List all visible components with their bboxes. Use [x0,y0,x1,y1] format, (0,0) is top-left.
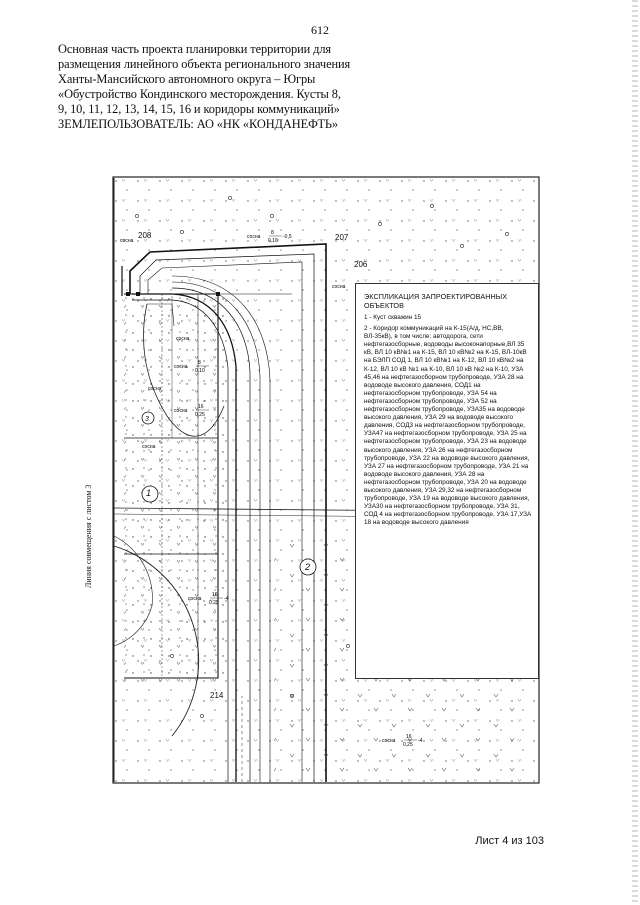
title-line: Основная часть проекта планировки террит… [58,42,332,56]
title-line: Ханты-Мансийского автономного округа – Ю… [58,72,316,86]
svg-text:8: 8 [271,230,274,236]
title-line: 9, 10, 11, 12, 13, 14, 15, 16 и коридоры… [58,102,340,116]
species-label: сосна [142,444,156,450]
title-line: размещения линейного объекта регионально… [58,57,351,71]
vegetation-label: сосна 16 0,25 [174,404,209,418]
svg-text:16: 16 [406,734,412,740]
title-line: ЗЕМЛЕПОЛЬЗОВАТЕЛЬ: АО «НК «КОНДАНЕФТЬ» [58,117,339,131]
sheet-number: Лист 4 из 103 [475,835,544,847]
svg-text:0,25: 0,25 [195,412,205,418]
scan-edge [632,0,638,905]
svg-text:-4: -4 [224,596,229,602]
document-title: Основная часть проекта планировки террит… [58,42,388,132]
svg-text:-4: -4 [418,738,423,744]
point-label: 214 [210,691,224,700]
svg-text:сосна: сосна [247,234,261,240]
species-label: сосна [176,336,190,342]
svg-text:сосна: сосна [382,738,396,744]
road-edge-left [132,293,237,782]
legend-item: 1 - Куст скважин 15 [364,314,422,321]
legend-item: 2 - Коридор коммуникаций на К-15(А/д, НС… [364,325,532,527]
pad-zone-fill [124,294,224,686]
corridor-outer-boundary [129,243,327,782]
point-label: 207 [335,233,349,242]
species-label: сосна [148,386,162,392]
point-label: 208 [138,231,152,240]
svg-text:сосна: сосна [188,596,202,602]
area-number: 3 [145,416,149,423]
svg-text:0,10: 0,10 [195,368,205,374]
point-label: 206 [354,260,368,269]
title-line: «Обустройство Кондинского месторождения.… [58,87,341,101]
legend-title: ЭКСПЛИКАЦИЯ ЗАПРОЕКТИРОВАННЫХ ОБЪЕКТОВ [364,292,508,310]
svg-text:0,25: 0,25 [209,600,219,606]
page-number: 612 [311,23,329,37]
well-pad-boundary [124,293,219,679]
svg-text:0,25: 0,25 [403,742,413,748]
vegetation-label: сосна 16 0,25 -4 [382,734,423,748]
circle-boundary [113,545,200,737]
match-line-label: Линия совмещения с листом 3 [84,484,93,588]
area-number: 1 [146,488,151,498]
svg-text:8: 8 [198,360,201,366]
vegetation-label: сосна 16 0,25 -4 [188,592,229,606]
svg-text:-0,5: -0,5 [283,234,292,240]
explication-legend: ЭКСПЛИКАЦИЯ ЗАПРОЕКТИРОВАННЫХ ОБЪЕКТОВ 1… [355,283,539,679]
area-number: 2 [304,562,310,572]
svg-text:0,10: 0,10 [268,238,278,244]
vegetation-label: сосна 8 0,10 [174,360,209,374]
svg-text:16: 16 [198,404,204,410]
species-label: сосна [120,238,134,244]
svg-text:сосна: сосна [174,364,188,370]
vegetation-label: сосна 8 0,10 -0,5 [247,230,292,244]
svg-text:сосна: сосна [174,408,188,414]
svg-text:16: 16 [212,592,218,598]
species-label: сосна [332,284,346,290]
